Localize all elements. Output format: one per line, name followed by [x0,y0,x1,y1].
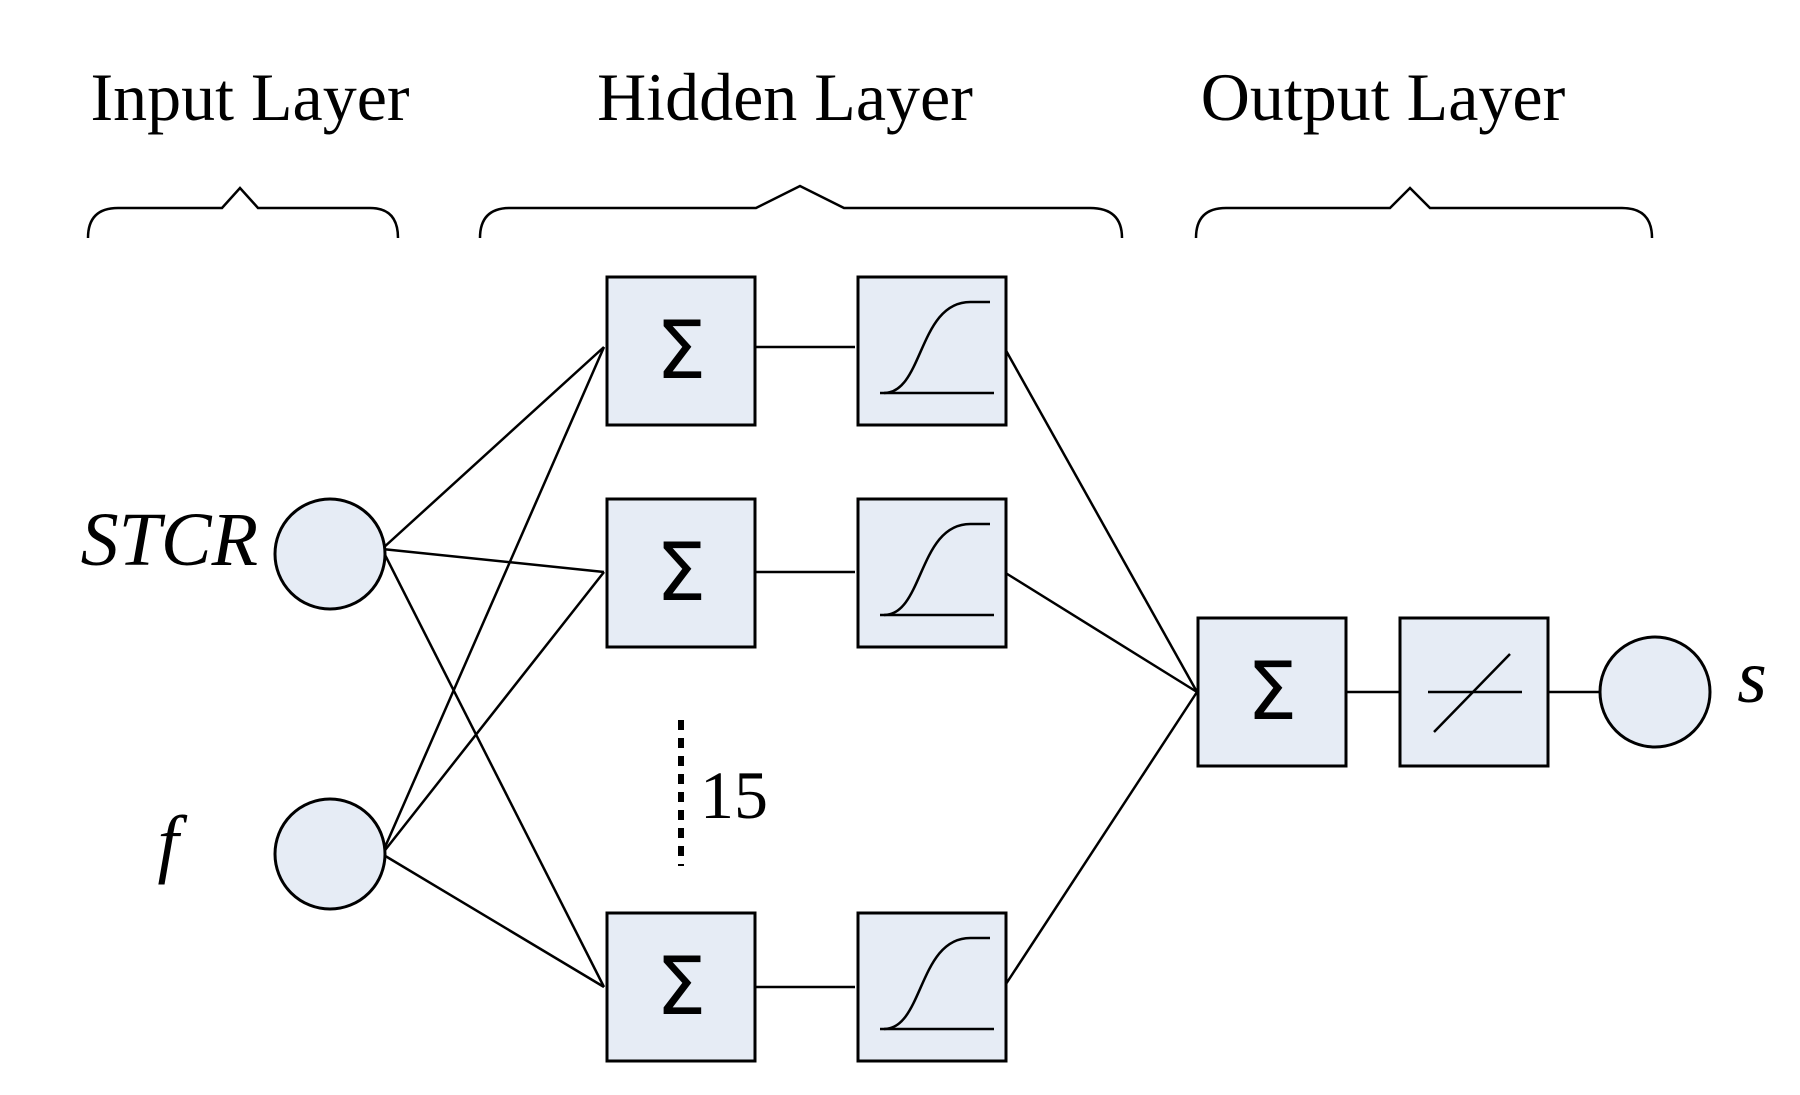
connection [381,852,605,989]
hidden-neuron-count: 15 [700,757,768,833]
hidden-neuron-1: Σ [605,275,1008,427]
input-layer-brace [86,186,400,239]
hidden-neuron-15: Σ [605,911,1008,1063]
summation-box [605,275,757,427]
output-node [1598,635,1712,749]
sigma-symbol: Σ [656,526,707,619]
input-node-stcr [273,497,387,611]
summation-box [605,911,757,1063]
connection [380,548,606,988]
hidden-layer-title: Hidden Layer [597,59,973,135]
summation-box [605,497,757,649]
output-label-s: s [1737,635,1767,719]
input-label-f: f [157,801,187,885]
hidden-layer-brace [478,184,1124,239]
output-layer-brace [1194,186,1654,239]
sigmoid-activation-box [856,497,1008,649]
sigma-symbol: Σ [1247,645,1298,738]
input-label-stcr: STCR [81,498,258,582]
connection [1002,691,1199,988]
connection [381,547,605,574]
hidden-neuron-2: Σ [605,497,1008,649]
input-hidden-connections [380,346,606,989]
connection [381,346,605,550]
output-neuron: Σ [1196,616,1550,768]
sigmoid-activation-box [856,275,1008,427]
output-layer-title: Output Layer [1201,59,1566,135]
hidden-internal-connections [753,345,855,989]
connection [380,346,606,855]
input-layer-title: Input Layer [90,59,409,135]
connection [1003,570,1198,694]
linear-function-icon [1433,653,1511,733]
hidden-output-connections [1002,346,1199,988]
sigma-symbol: Σ [656,940,707,1033]
sigma-symbol: Σ [656,304,707,397]
input-node-f [273,797,387,911]
output-summation-box [1196,616,1348,768]
connection [1002,346,1199,693]
connection [381,571,605,855]
sigmoid-curve-icon [883,522,990,617]
sigmoid-curve-icon [883,300,990,395]
sigmoid-activation-box [856,911,1008,1063]
sigmoid-curve-icon [883,936,990,1031]
